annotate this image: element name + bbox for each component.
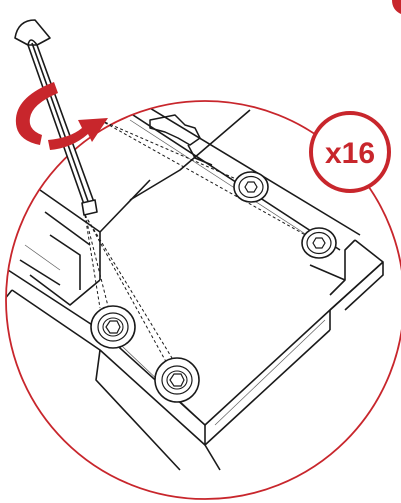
rotate-clockwise-arrow-icon <box>15 82 108 150</box>
socket-head-screw-icon <box>154 357 200 403</box>
quantity-label: x16 <box>325 137 375 170</box>
magnifier-circle <box>5 100 401 500</box>
socket-head-screw-icon <box>233 171 269 203</box>
quantity-badge: x16 <box>309 111 391 193</box>
magnified-detail <box>6 101 401 471</box>
guide-lines <box>84 119 319 379</box>
socket-head-screw-icon <box>301 227 337 259</box>
socket-head-screw-icon <box>90 305 136 349</box>
corner-tab-decoration <box>392 0 401 14</box>
